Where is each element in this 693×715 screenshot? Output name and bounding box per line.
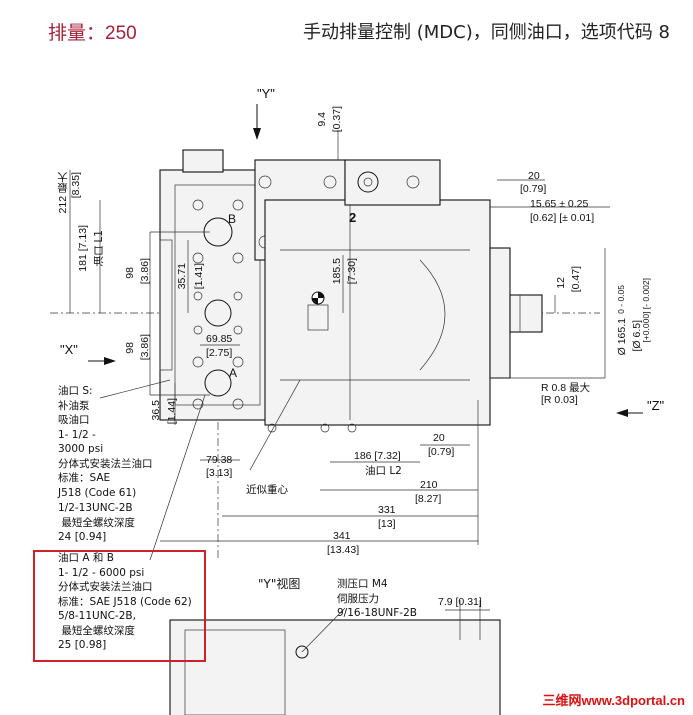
dim-79-38: 79.38 — [206, 454, 233, 466]
port-s-line: 吸油口 — [58, 414, 90, 426]
port-s-line: 1- 1/2 - — [58, 428, 96, 441]
port-s-line: 标准：SAE — [58, 472, 111, 484]
port-ab-line: 油口 A 和 B — [58, 552, 114, 564]
dim-0-47: [0.47] — [570, 266, 582, 293]
gauge-port-notes: 测压口 M4 伺服压力 9/16-18UNF-2B — [337, 577, 417, 621]
dim-185-5: 185.5 — [331, 258, 343, 285]
displacement-label: 排量：250 — [48, 18, 137, 45]
port-s-line: 24 [0.94] — [58, 531, 107, 543]
tol-mm: 0 - 0.05 — [616, 285, 626, 314]
tol-in: [+0.000] [- 0.002] — [641, 278, 651, 343]
dim-r0-8: R 0.8 最大 — [541, 382, 591, 394]
dim-181: 181 [7.13] — [77, 225, 89, 272]
port-ab-line: 1- 1/2 - 6000 psi — [58, 566, 145, 579]
y-view-title: "Y"视图 — [258, 577, 301, 591]
port-s-line: J518 (Code 61) — [58, 486, 137, 499]
port-ab-line: 25 [0.98] — [58, 639, 107, 651]
dim-15-65: 15.65 ± 0.25 — [530, 198, 589, 210]
port-ab-callout — [33, 550, 206, 662]
dim-186: 186 [7.32] — [354, 450, 401, 462]
port-ab-line: 分体式安装法兰油口 — [58, 581, 153, 593]
port-b-marker: B — [228, 212, 237, 226]
dim-341: 341 — [333, 530, 351, 542]
port-s-line: 补油泵 — [58, 399, 90, 412]
port-s-notes: 油口 S: 补油泵 吸油口 1- 1/2 - 3000 psi 分体式安装法兰油… — [58, 384, 153, 545]
dim-0-62: [0.62] [± 0.01] — [530, 212, 595, 224]
dim-8-35: [8.35] — [70, 172, 82, 199]
dim-13-43: [13.43] — [327, 544, 360, 556]
dim-7-30: [7.30] — [346, 258, 358, 285]
port-ab-line: 最短全螺纹深度 — [58, 624, 135, 637]
page-title: 手动排量控制 (MDC)，同侧油口，选项代码 8 — [303, 22, 670, 43]
item-2-marker: 2 — [349, 210, 357, 225]
dim-20-top: 20 — [528, 170, 540, 182]
dim-3-86-upper: [3.86] — [139, 258, 151, 285]
center-of-gravity-label: 近似重心 — [246, 484, 288, 496]
port-s-line: 分体式安装法兰油口 — [58, 457, 153, 470]
dim-7-9: 7.9 [0.31] — [438, 596, 482, 608]
dim-35-71: 35.71 — [176, 263, 188, 290]
gauge-port-line: 伺服压力 — [337, 592, 379, 605]
dim-331: 331 — [378, 504, 396, 516]
dim-12: 12 — [555, 277, 567, 289]
dim-8-27: [8.27] — [415, 493, 442, 505]
port-ab-notes: 油口 A 和 B 1- 1/2 - 6000 psi 分体式安装法兰油口 标准：… — [58, 551, 192, 653]
dim-r0-03: [R 0.03] — [541, 394, 578, 406]
dim-210: 210 — [420, 479, 438, 491]
dim-98-lower: 98 — [124, 342, 136, 354]
port-a-marker: A — [229, 366, 238, 380]
dim-20-bottom: 20 — [433, 432, 445, 444]
dim-3-13: [3.13] — [206, 467, 233, 479]
dim-212: 212 最大 — [57, 172, 69, 214]
port-l1-label: 油口 L1 — [93, 230, 105, 267]
dim-13: [13] — [378, 518, 396, 530]
port-l2-label: 油口 L2 — [365, 465, 402, 477]
dim-dia-165-1: Ø 165.1 — [616, 318, 628, 356]
dim-0-79-top: [0.79] — [520, 183, 547, 195]
port-s-line: 油口 S: — [58, 385, 93, 397]
watermark: 三维网www.3dportal.cn — [542, 693, 685, 708]
gauge-port-line: 9/16-18UNF-2B — [337, 607, 417, 619]
y-view-label: "Y" — [257, 86, 275, 101]
port-s-line: 1/2-13UNC-2B — [58, 502, 133, 514]
displacement-value: 250 — [105, 23, 137, 44]
dim-1-44: [1.44] — [166, 398, 178, 425]
x-view-label: "X" — [60, 342, 78, 357]
port-ab-line: 5/8-11UNC-2B, — [58, 610, 136, 622]
port-s-line: 最短全螺纹深度 — [58, 516, 135, 529]
gauge-port-line: 测压口 M4 — [337, 578, 388, 590]
port-s-line: 3000 psi — [58, 443, 104, 455]
dim-0-37: [0.37] — [331, 106, 343, 133]
displacement-label-text: 排量： — [48, 22, 106, 44]
dim-0-79-bottom: [0.79] — [428, 446, 455, 458]
dim-2-75: [2.75] — [206, 347, 233, 359]
port-ab-line: 标准：SAE J518 (Code 62) — [58, 595, 192, 608]
z-view-label: "Z" — [647, 398, 665, 413]
dim-98-upper: 98 — [124, 267, 136, 279]
dim-9-4: 9.4 — [316, 112, 328, 127]
dim-3-86-lower: [3.86] — [139, 334, 151, 361]
dim-69-85: 69.85 — [206, 333, 233, 345]
dim-1-41: [1.41] — [193, 263, 205, 290]
